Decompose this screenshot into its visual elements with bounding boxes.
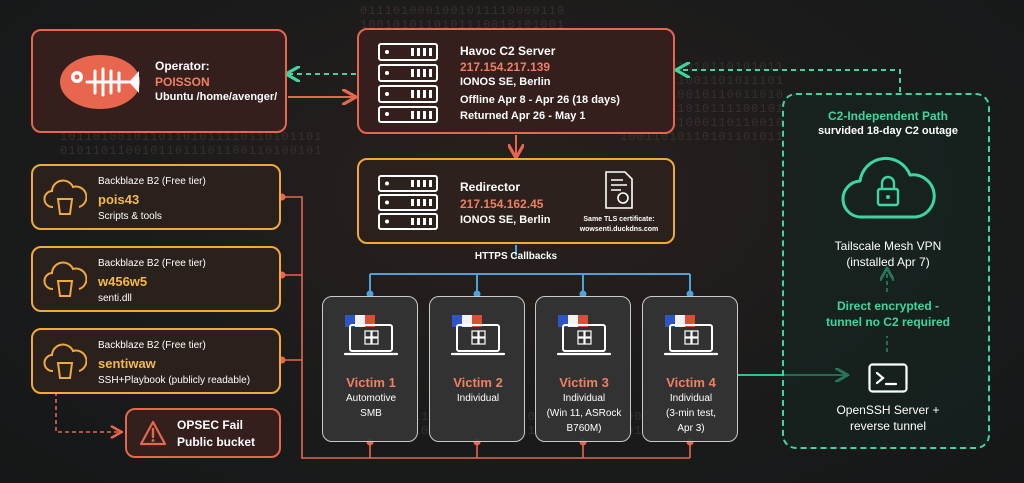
path-to-c2-connector: [678, 70, 901, 92]
direct-line1: Direct encrypted -: [836, 299, 940, 313]
cloud-bucket-icon: [43, 261, 87, 297]
victim-card: Victim 1 Automotive SMB: [322, 296, 418, 442]
path-heading: C2-Independent Path: [827, 109, 948, 123]
victim-detail: Automotive: [345, 393, 397, 404]
bucket-tier: Backblaze B2 (Free tier): [98, 176, 206, 187]
bucket-tier: Backblaze B2 (Free tier): [98, 258, 206, 269]
bucket-box: Backblaze B2 (Free tier) sentiwaw SSH+Pl…: [31, 328, 281, 394]
certificate-icon: [605, 171, 633, 209]
cert-line1: Same TLS certificate:: [583, 216, 655, 223]
redirector-ip: 217.154.162.45: [460, 197, 544, 211]
opsec-connector: [55, 392, 120, 432]
victim-detail: Apr 3): [677, 423, 705, 434]
victim-title: Victim 2: [453, 375, 503, 390]
server-rack-icon: [378, 175, 438, 230]
cloud-lock-icon: [841, 156, 936, 219]
bucket-box: Backblaze B2 (Free tier) w456w5 senti.dl…: [31, 246, 281, 312]
victim-detail: Individual: [669, 393, 713, 404]
victim-title: Victim 1: [346, 375, 396, 390]
victim-card: Victim 3 Individual (Win 11, ASRock B760…: [535, 296, 631, 442]
path-subheading: survided 18-day C2 outage: [818, 125, 958, 137]
c2-host: IONOS SE, Berlin: [460, 76, 551, 88]
cloud-bucket-icon: [43, 343, 87, 379]
bucket-name: pois43: [98, 192, 140, 207]
https-callbacks-connector: [369, 245, 691, 294]
c2-title: Havoc C2 Server: [460, 44, 556, 58]
victim-title: Victim 4: [666, 375, 716, 390]
victim-title: Victim 3: [559, 375, 609, 390]
direct-line2: tunnel no C2 required: [825, 315, 950, 329]
operator-heading: Operator:: [155, 59, 210, 73]
warning-icon: [139, 420, 167, 446]
redirector-box: Redirector 217.154.162.45 IONOS SE, Berl…: [357, 158, 675, 244]
bucket-name: w456w5: [98, 274, 148, 289]
victim-detail: B760M): [566, 423, 602, 434]
victim-card: Victim 2 Individual: [429, 296, 525, 442]
server-rack-icon: [378, 43, 438, 123]
bucket-desc: senti.dll: [98, 293, 132, 304]
victim-detail: Individual: [456, 393, 500, 404]
bucket-desc: SSH+Playbook (publicly readable): [98, 375, 251, 386]
cert-line2: wowsenti.duckdns.com: [579, 226, 659, 233]
cloud-bucket-icon: [43, 179, 87, 215]
bucket-tier: Backblaze B2 (Free tier): [98, 340, 206, 351]
opsec-line2: Public bucket: [177, 435, 256, 449]
laptop-windows-icon: [343, 315, 399, 356]
c2-returned: Returned Apr 26 - May 1: [460, 110, 586, 122]
victim-card: Victim 4 Individual (3-min test, Apr 3): [642, 296, 738, 442]
bucket-desc: Scripts & tools: [98, 211, 162, 222]
redirector-title: Redirector: [460, 180, 521, 194]
vpn-line1: Tailscale Mesh VPN: [834, 239, 942, 253]
opsec-fail-box: OPSEC Fail Public bucket: [125, 408, 281, 458]
victim-detail: SMB: [360, 408, 382, 419]
https-callbacks-label: HTTPS Callbacks: [474, 251, 558, 262]
laptop-windows-icon: [450, 315, 506, 356]
c2-independent-path-box: C2-Independent Path survided 18-day C2 o…: [782, 93, 990, 449]
laptop-windows-icon: [556, 315, 612, 356]
redirector-host: IONOS SE, Berlin: [460, 214, 551, 226]
bucket-bus-connector: [282, 196, 691, 459]
ssh-line2: reverse tunnel: [849, 419, 927, 433]
operator-path: Ubuntu /home/avenger/: [155, 91, 278, 103]
victim-detail: (Win 11, ASRock: [546, 408, 622, 419]
operator-box: Operator: POISSON Ubuntu /home/avenger/: [31, 29, 287, 133]
vpn-line2: (installed Apr 7): [846, 255, 930, 269]
victim-detail: (3-min test,: [665, 408, 716, 419]
operator-name: POISSON: [155, 75, 210, 89]
terminal-icon: [868, 363, 908, 393]
c2-ip: 217.154.217.139: [460, 60, 551, 74]
victim-detail: Individual: [562, 393, 606, 404]
bucket-box: Backblaze B2 (Free tier) pois43 Scripts …: [31, 164, 281, 230]
c2-offline: Offline Apr 8 - Apr 26 (18 days): [460, 94, 620, 106]
opsec-line1: OPSEC Fail: [177, 418, 244, 432]
bucket-name: sentiwaw: [98, 356, 156, 371]
fish-skeleton-icon: [60, 55, 140, 109]
c2-server-box: Havoc C2 Server 217.154.217.139 IONOS SE…: [357, 28, 675, 134]
laptop-windows-icon: [663, 315, 719, 356]
ssh-line1: OpenSSH Server +: [836, 403, 940, 417]
